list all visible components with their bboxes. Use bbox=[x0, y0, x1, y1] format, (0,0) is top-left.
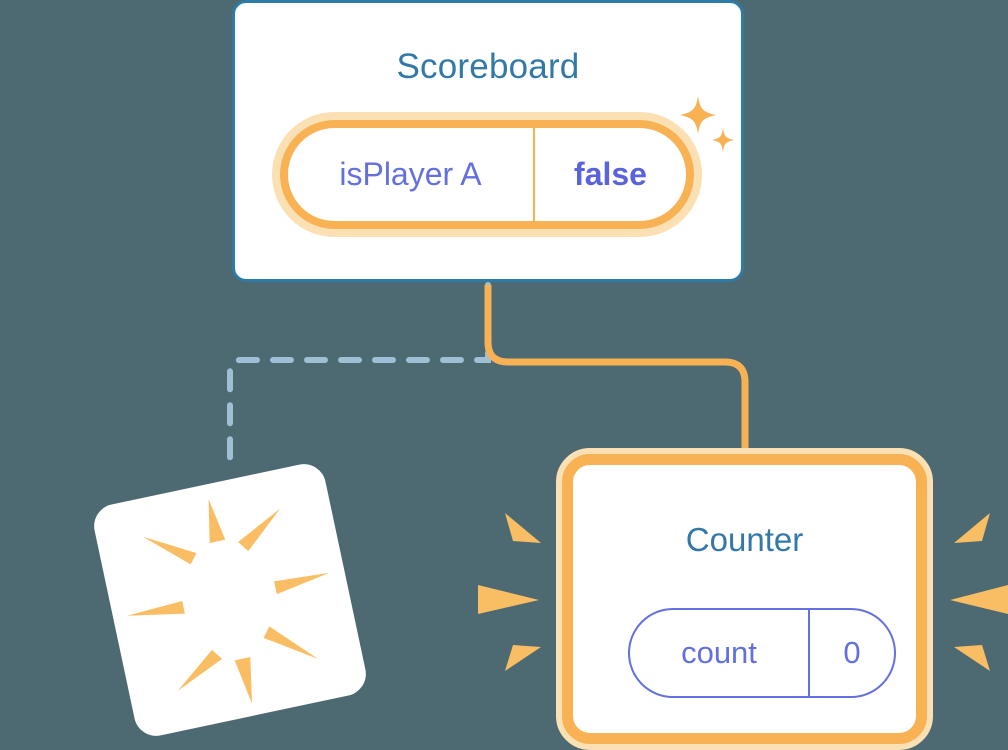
counter-title: Counter bbox=[685, 521, 804, 558]
ray-e bbox=[274, 572, 330, 595]
burst-card-rays bbox=[127, 499, 330, 704]
counter-ray-right-lower bbox=[954, 645, 990, 671]
scoreboard-pill-body[interactable]: isPlayer A false bbox=[280, 120, 694, 229]
connector-scoreboard-to-counter bbox=[484, 285, 749, 470]
scoreboard-pill-divider bbox=[533, 128, 535, 221]
counter-ray-left-lower bbox=[505, 645, 541, 671]
burst-card-surface[interactable] bbox=[90, 460, 370, 740]
scoreboard-pill-key: isPlayer A bbox=[339, 156, 482, 192]
ray-ne bbox=[238, 508, 281, 552]
ray-n bbox=[208, 499, 226, 543]
ray-sw bbox=[177, 649, 223, 691]
counter-pill-value: 0 bbox=[843, 635, 861, 670]
ray-nw bbox=[142, 536, 197, 565]
scoreboard-pill-value: false bbox=[574, 156, 647, 192]
counter-ray-left-middle bbox=[478, 585, 539, 614]
counter-ray-right-middle bbox=[950, 585, 1008, 614]
counter-card-surface[interactable]: Counter count 0 bbox=[562, 454, 927, 744]
ray-s bbox=[234, 657, 253, 704]
ray-se bbox=[263, 626, 319, 659]
counter-state-pill[interactable]: count 0 bbox=[628, 608, 896, 698]
connector-scoreboard-to-burst-card bbox=[227, 282, 491, 475]
counter-pill-divider bbox=[808, 610, 810, 696]
scoreboard-pill-glow bbox=[272, 112, 702, 237]
counter-card[interactable]: Counter count 0 bbox=[556, 448, 933, 750]
counter-ray-left-upper bbox=[505, 513, 541, 543]
counter-ray-right-upper bbox=[954, 513, 990, 543]
scoreboard-state-pill[interactable]: isPlayer A false bbox=[272, 112, 702, 237]
scoreboard-title: Scoreboard bbox=[396, 47, 580, 86]
counter-pill-key: count bbox=[681, 635, 757, 670]
ray-w bbox=[127, 600, 185, 616]
